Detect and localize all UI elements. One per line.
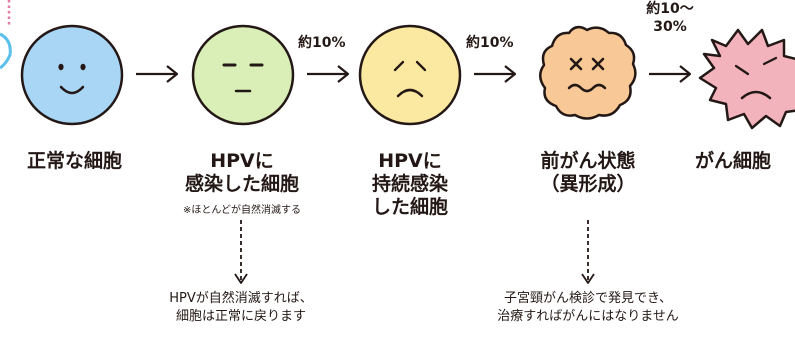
accent-ring-fragment (0, 32, 12, 70)
cancer-cell-icon (698, 28, 795, 130)
precancer-cell-icon (539, 25, 637, 120)
stage-note: ※ほとんどが自然消滅する (182, 205, 302, 216)
arrow-icon (307, 65, 350, 83)
normal-cell-icon (20, 24, 124, 126)
persistent-infection-cell-icon (358, 24, 462, 126)
transition-rate: 約10〜 30% (646, 1, 694, 35)
outcome-text: 子宮頸がん検診で発見でき、 治療すればがんにはなりません (497, 291, 679, 324)
transition-rate: 約10% (298, 35, 346, 51)
outcome-text: HPVが自然消滅すれば、 細胞は正常に戻ります (169, 291, 313, 324)
stage-label-precancer: 前がん状態 （異形成） (540, 150, 636, 195)
stage-label-normal: 正常な細胞 (26, 150, 122, 172)
transition-rate: 約10% (466, 35, 514, 51)
dashed-down-arrow-icon (581, 220, 595, 284)
stage-label-cancer: がん細胞 (695, 150, 772, 172)
arrow-icon (136, 65, 179, 83)
stage-label-persistent: HPVに 持続感染 した細胞 (371, 150, 448, 218)
dashed-down-arrow-icon (234, 220, 248, 284)
infected-cell-icon (191, 24, 295, 126)
arrow-icon (474, 65, 517, 83)
stage-label-infected: HPVに 感染した細胞 (184, 150, 299, 195)
arrow-icon (649, 65, 692, 83)
